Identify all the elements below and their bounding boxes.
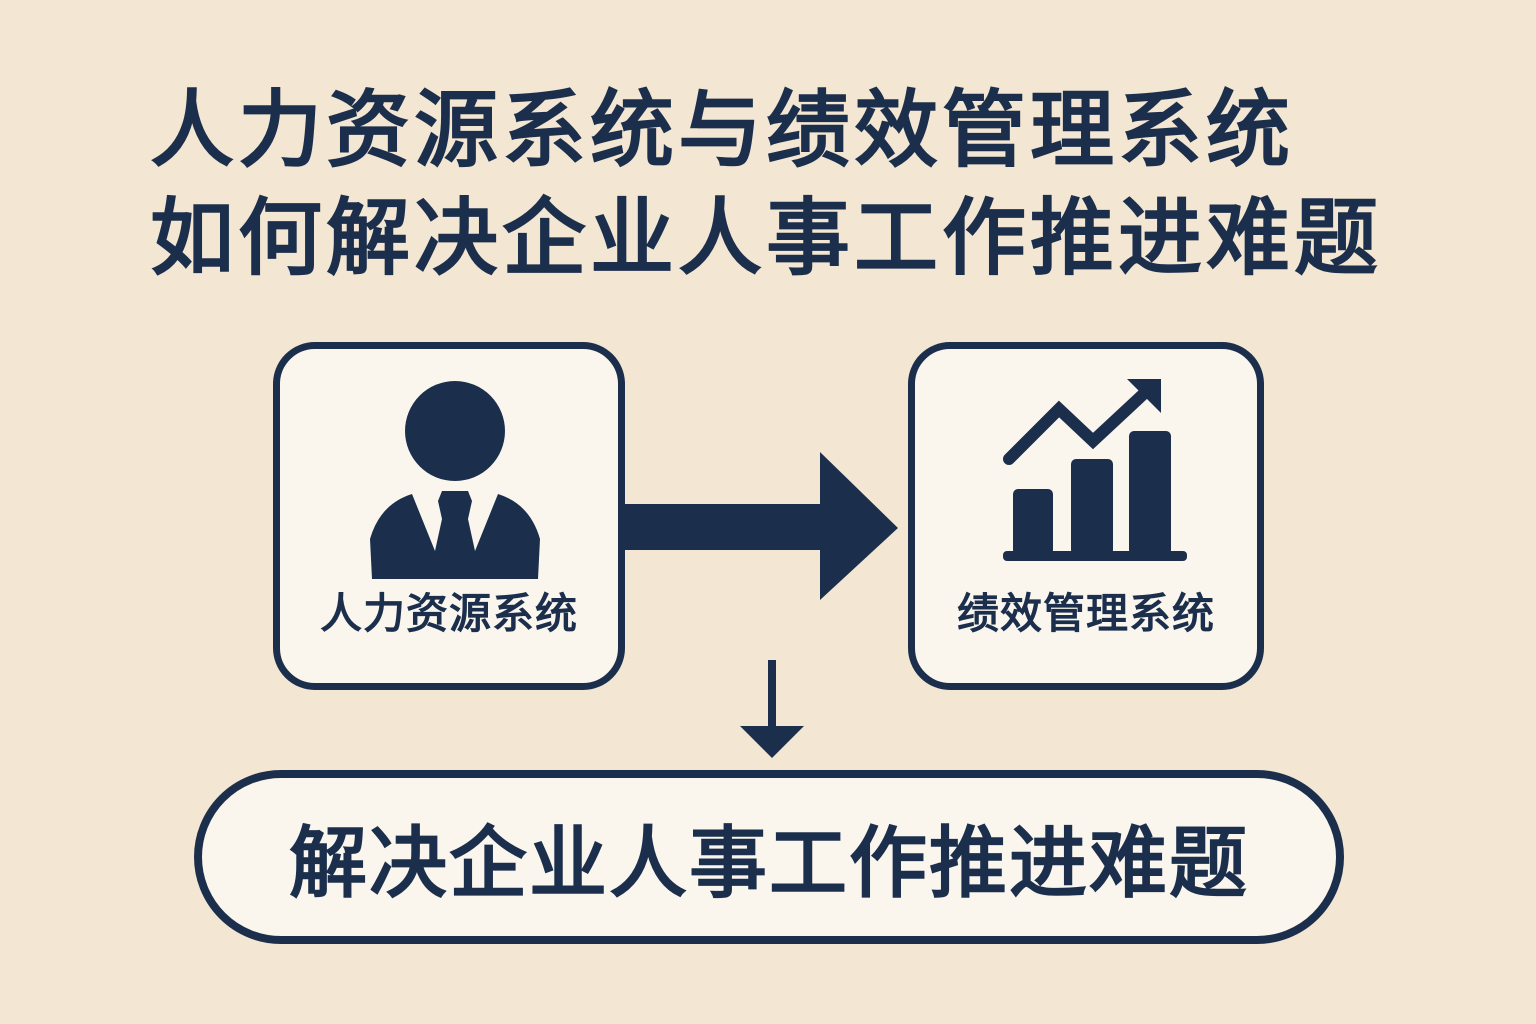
performance-system-node: 绩效管理系统 — [908, 342, 1264, 690]
performance-system-label: 绩效管理系统 — [956, 589, 1215, 638]
hr-system-label: 人力资源系统 — [319, 589, 578, 638]
result-label: 解决企业人事工作推进难题 — [288, 819, 1249, 909]
title-line-2: 如何解决企业人事工作推进难题 — [150, 189, 1383, 287]
person-in-suit-icon — [370, 381, 540, 579]
bar-chart-trend-up-icon — [1003, 379, 1187, 561]
right-arrow-icon — [622, 452, 898, 600]
down-arrow-icon — [740, 660, 804, 758]
result-node: 解决企业人事工作推进难题 — [194, 770, 1344, 944]
title-line-1: 人力资源系统与绩效管理系统 — [150, 81, 1295, 179]
hr-system-node: 人力资源系统 — [273, 342, 625, 690]
